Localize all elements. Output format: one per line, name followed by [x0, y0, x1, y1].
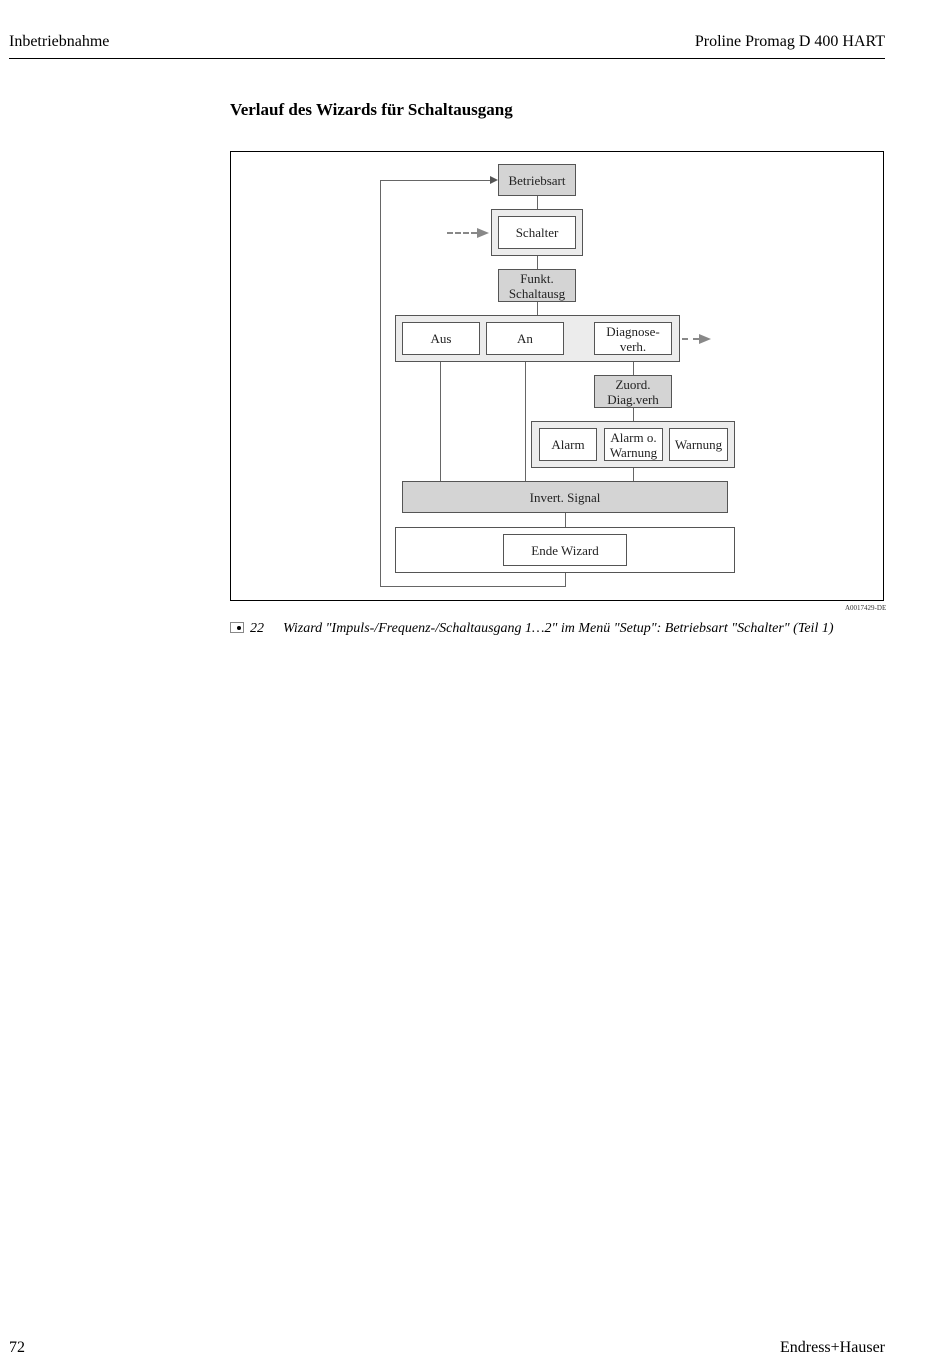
- node-alarm-label: Alarm: [551, 437, 585, 452]
- node-an: An: [486, 322, 564, 355]
- exit-arrow-icon: [699, 334, 711, 344]
- connector-aus-invert: [440, 362, 441, 482]
- node-diagnoseverh: Diagnose- verh.: [594, 322, 672, 355]
- loop-line-left: [380, 180, 381, 587]
- running-header-product: Proline Promag D 400 HART: [694, 33, 885, 50]
- connector-betriebsart-schalter: [537, 196, 538, 210]
- node-zuord-diag-verh: Zuord. Diag.verh: [594, 375, 672, 408]
- node-alarm-o-warnung-label: Alarm o. Warnung: [609, 429, 658, 460]
- figure-icon: [230, 622, 244, 633]
- header-rule: [9, 58, 885, 59]
- node-invert-signal-label: Invert. Signal: [529, 489, 601, 505]
- node-funkt-schaltausg: Funkt. Schaltausg: [498, 269, 576, 302]
- loop-arrow-icon: [490, 176, 498, 184]
- section-title: Verlauf des Wizards für Schaltausgang: [230, 100, 513, 119]
- running-header-section: Inbetriebnahme: [9, 33, 110, 50]
- exit-dashed-line: [682, 338, 699, 340]
- wizard-flow-diagram: Betriebsart Schalter Funkt. Schaltausg A…: [230, 151, 884, 601]
- node-betriebsart: Betriebsart: [498, 164, 576, 196]
- caption-number: 22: [250, 621, 264, 636]
- node-ende-wizard: Ende Wizard: [503, 534, 627, 566]
- connector-diag-zuord: [633, 362, 634, 376]
- connector-an-invert: [525, 362, 526, 482]
- node-funkt-schaltausg-label: Funkt. Schaltausg: [508, 270, 566, 301]
- connector-schalter-funkt: [537, 256, 538, 269]
- node-alarm-o-warnung: Alarm o. Warnung: [604, 428, 663, 461]
- node-warnung: Warnung: [669, 428, 728, 461]
- node-schalter: Schalter: [498, 216, 576, 249]
- entry-arrow-icon: [477, 228, 489, 238]
- loop-line-bottom: [380, 586, 566, 587]
- node-zuord-diag-verh-label: Zuord. Diag.verh: [607, 376, 659, 407]
- node-alarm: Alarm: [539, 428, 597, 461]
- node-an-label: An: [517, 331, 533, 346]
- node-invert-signal: Invert. Signal: [402, 481, 728, 513]
- connector-invert-end: [565, 513, 566, 528]
- connector-funkt-options: [537, 302, 538, 316]
- connector-zuord-alarm-group: [633, 408, 634, 422]
- node-schalter-label: Schalter: [515, 225, 559, 240]
- loop-line-from-end: [565, 572, 566, 587]
- node-diagnoseverh-label: Diagnose- verh.: [606, 323, 660, 354]
- node-betriebsart-label: Betriebsart: [508, 172, 566, 188]
- connector-alarm-group-invert: [633, 468, 634, 482]
- caption-text: Wizard "Impuls-/Frequenz-/Schaltausgang …: [283, 621, 834, 636]
- entry-dashed-line: [447, 232, 477, 234]
- node-aus: Aus: [402, 322, 480, 355]
- loop-line-top: [380, 180, 490, 181]
- node-aus-label: Aus: [430, 331, 452, 346]
- node-warnung-label: Warnung: [674, 437, 723, 452]
- figure-code: A0017429-DE: [845, 604, 887, 612]
- node-ende-wizard-label: Ende Wizard: [531, 542, 599, 558]
- brand-name: Endress+Hauser: [780, 1339, 885, 1356]
- page-number: 72: [9, 1339, 25, 1356]
